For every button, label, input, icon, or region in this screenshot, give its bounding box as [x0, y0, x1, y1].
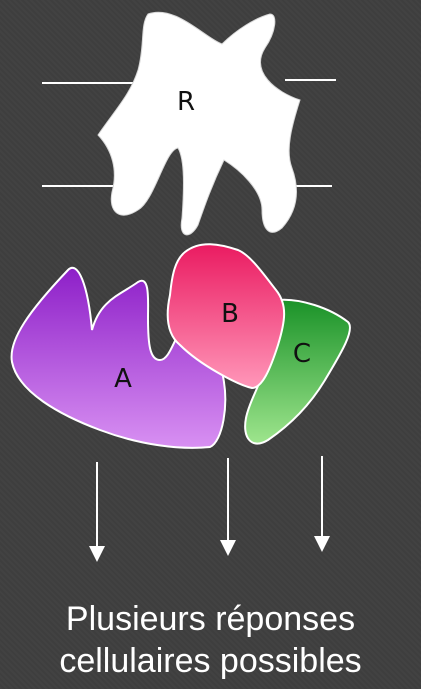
receptor-label: R [177, 87, 195, 117]
protein-c-label: C [293, 339, 311, 369]
receptor-r: R [98, 12, 300, 235]
protein-a-label: A [114, 364, 132, 394]
caption-line-1: Plusieurs réponses [0, 597, 421, 641]
arrow-from-b-head [220, 540, 236, 556]
arrow-from-a-head [89, 546, 105, 562]
response-arrows [89, 456, 330, 562]
caption-line-2: cellulaires possibles [0, 639, 421, 683]
protein-b-label: B [221, 299, 239, 329]
receptor-shape [98, 12, 300, 235]
arrow-from-c-head [314, 536, 330, 552]
